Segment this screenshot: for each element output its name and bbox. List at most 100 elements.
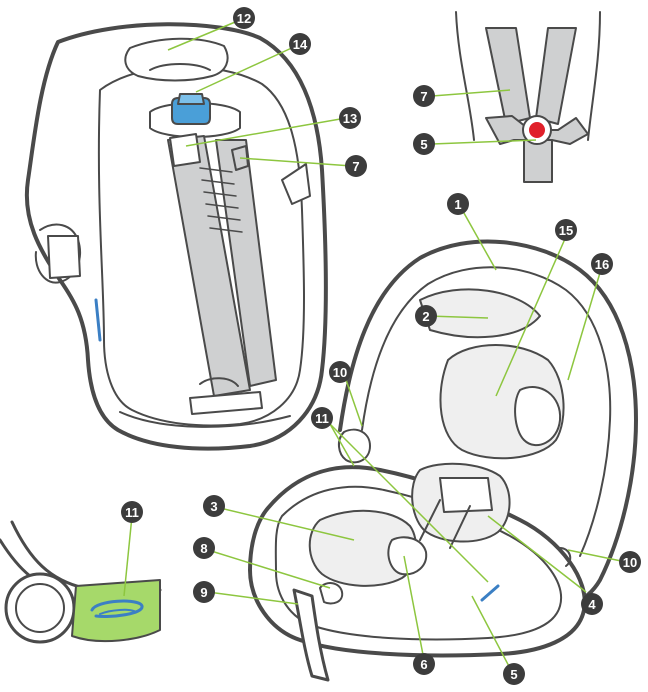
callout-7-rear-label: 7 bbox=[352, 159, 359, 174]
leader-8 bbox=[207, 549, 331, 589]
callout-3: 3 bbox=[203, 495, 225, 517]
canopy-visor bbox=[419, 288, 541, 339]
callout-12-label: 12 bbox=[237, 11, 251, 26]
head-support-side bbox=[514, 385, 562, 447]
rear-base-bar bbox=[189, 391, 263, 415]
leader-16 bbox=[567, 265, 603, 381]
rear-shell-outline bbox=[24, 22, 328, 451]
callout-15-label: 15 bbox=[559, 223, 573, 238]
leader-12 bbox=[167, 19, 241, 51]
callout-13-label: 13 bbox=[343, 111, 357, 126]
callout-13: 13 bbox=[339, 107, 361, 129]
leader-4 bbox=[487, 515, 587, 593]
rear-adjuster-teeth bbox=[199, 167, 243, 233]
leader-15 bbox=[495, 231, 569, 397]
callout-4: 4 bbox=[581, 593, 603, 615]
carry-handle bbox=[292, 588, 330, 682]
canopy-inner bbox=[361, 266, 612, 557]
rear-harness-adjuster bbox=[169, 133, 201, 167]
callout-10-left: 10 bbox=[329, 361, 351, 383]
right-hinge bbox=[559, 547, 572, 567]
rear-handle-knob bbox=[47, 235, 81, 279]
harness-back-outline bbox=[455, 11, 601, 141]
front-harness-strap bbox=[419, 499, 471, 549]
leader-13 bbox=[185, 117, 347, 147]
buckle-release-button bbox=[529, 122, 545, 138]
callout-7-rear: 7 bbox=[345, 155, 367, 177]
leader-11-main-a bbox=[329, 423, 355, 467]
callout-14: 14 bbox=[289, 33, 311, 55]
shoulder-pad bbox=[439, 477, 493, 513]
callout-6-label: 6 bbox=[420, 657, 427, 672]
rear-top-slot bbox=[149, 63, 211, 71]
callout-12: 12 bbox=[233, 7, 255, 29]
callout-11-detail: 11 bbox=[121, 501, 143, 523]
leader-7-top bbox=[431, 89, 511, 97]
leader-11-main-b bbox=[329, 423, 489, 583]
leader-9 bbox=[207, 591, 299, 605]
callout-15: 15 bbox=[555, 219, 577, 241]
callout-8-label: 8 bbox=[200, 541, 207, 556]
callout-8: 8 bbox=[193, 537, 215, 559]
callout-11-main: 11 bbox=[311, 407, 333, 429]
callout-6: 6 bbox=[413, 653, 435, 675]
leader-lines bbox=[123, 19, 627, 673]
leader-14 bbox=[195, 45, 297, 93]
leader-10-right bbox=[567, 549, 627, 563]
leader-11-detail bbox=[123, 515, 133, 597]
callout-9: 9 bbox=[193, 581, 215, 603]
callout-9-label: 9 bbox=[200, 585, 207, 600]
level-indicator-bubble-inner bbox=[99, 608, 137, 615]
callout-3-label: 3 bbox=[210, 499, 217, 514]
front-view-panel bbox=[248, 239, 638, 682]
rear-wheel-arc bbox=[199, 377, 239, 387]
left-hinge bbox=[338, 428, 371, 464]
leader-5-bottom bbox=[471, 595, 513, 673]
leader-7-rear bbox=[239, 157, 353, 167]
level-indicator-bubble bbox=[90, 599, 144, 618]
rear-clip-right bbox=[231, 145, 249, 171]
callout-11-detail-label: 11 bbox=[125, 505, 139, 520]
harness-strap-right bbox=[535, 27, 577, 125]
callout-10-left-label: 10 bbox=[333, 365, 347, 380]
leader-3 bbox=[219, 507, 355, 541]
handle-release-button bbox=[319, 582, 344, 605]
callout-7-top-label: 7 bbox=[420, 89, 427, 104]
rear-harness-strap-right bbox=[215, 139, 277, 387]
recline-adjuster-top bbox=[177, 93, 205, 105]
callout-7-top: 7 bbox=[413, 85, 435, 107]
leader-10-left bbox=[343, 373, 363, 427]
front-buckle-blue bbox=[480, 584, 500, 602]
callout-5-bottom-label: 5 bbox=[510, 667, 517, 682]
callout-11-main-label: 11 bbox=[315, 411, 329, 426]
level-indicator-panel bbox=[0, 520, 162, 644]
callout-5-top: 5 bbox=[413, 133, 435, 155]
callout-2-label: 2 bbox=[422, 309, 429, 324]
harness-detail-panel bbox=[455, 11, 601, 183]
callout-5-bottom: 5 bbox=[503, 663, 525, 685]
callout-16-label: 16 bbox=[595, 257, 609, 272]
leader-6 bbox=[403, 555, 425, 661]
callout-markers: 12 14 13 7 7 5 1 15 16 2 10 11 3 11 8 9 … bbox=[121, 7, 641, 685]
base-wheel-inner bbox=[15, 583, 65, 633]
leader-2 bbox=[427, 315, 489, 319]
callout-10-right: 10 bbox=[619, 551, 641, 573]
seat-shell-inner bbox=[274, 485, 563, 641]
callout-5-top-label: 5 bbox=[420, 137, 427, 152]
callout-1: 1 bbox=[447, 193, 469, 215]
callout-14-label: 14 bbox=[293, 37, 308, 52]
rear-view-panel bbox=[24, 22, 328, 451]
callout-1-label: 1 bbox=[454, 197, 461, 212]
rear-top-handle bbox=[124, 37, 229, 82]
callout-4-label: 4 bbox=[588, 597, 596, 612]
callout-2: 2 bbox=[415, 305, 437, 327]
rear-guide-right bbox=[281, 163, 311, 205]
crotch-buckle bbox=[387, 536, 428, 576]
rear-side-blue bbox=[94, 298, 102, 342]
seat-cushion bbox=[308, 509, 418, 587]
level-panel-shell bbox=[0, 538, 32, 578]
rear-base-line bbox=[119, 411, 291, 428]
harness-strap-left bbox=[485, 27, 531, 125]
rear-inner-shell bbox=[97, 65, 305, 427]
